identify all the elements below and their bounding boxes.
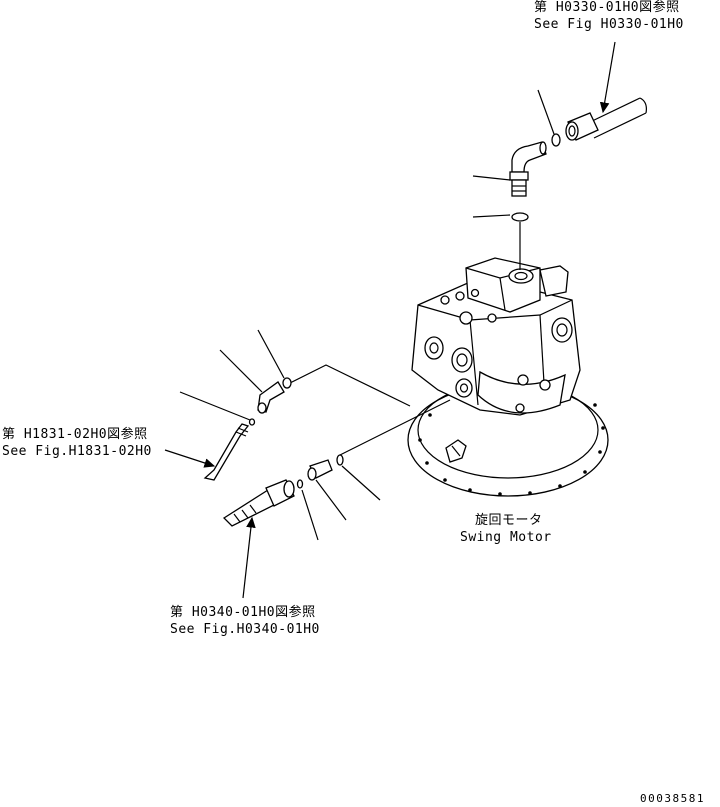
- ref-left-en: See Fig.H1831-02H0: [2, 444, 152, 459]
- top-lower-o-ring: [511, 212, 529, 222]
- motor-side-boss: [551, 317, 573, 343]
- motor-label-en: Swing Motor: [460, 530, 552, 545]
- drawing-number: 00038581: [640, 792, 705, 805]
- bottom-o-ring-b: [296, 479, 304, 489]
- top-ref-arrow: [599, 41, 616, 114]
- top-o-ring: [551, 133, 561, 147]
- ref-top-jp: 第 H0330-01H0図参照: [534, 0, 680, 15]
- motor-drain-port: [455, 378, 473, 398]
- bottom-o-ring-a: [336, 454, 344, 466]
- ref-top-en: See Fig H0330-01H0: [534, 17, 684, 32]
- swing-motor: [407, 257, 609, 497]
- flange-bolt-holes: [418, 403, 605, 496]
- left-hose: [203, 423, 250, 481]
- ref-bottom-en: See Fig.H0340-01H0: [170, 622, 320, 637]
- left-fittings: [164, 329, 451, 599]
- ref-left-jp: 第 H1831-02H0図参照: [2, 427, 148, 442]
- top-hose-assembly: [472, 41, 647, 270]
- left-ref-arrow: [164, 449, 216, 468]
- bottom-hose: [222, 489, 277, 527]
- bottom-ref-arrow: [242, 516, 256, 599]
- motor-label-jp: 旋回モータ: [475, 513, 543, 528]
- top-hose: [587, 97, 647, 139]
- ref-bottom-jp: 第 H0340-01H0図参照: [170, 605, 316, 620]
- top-elbow: [511, 141, 547, 173]
- motor-top-port: [508, 268, 534, 284]
